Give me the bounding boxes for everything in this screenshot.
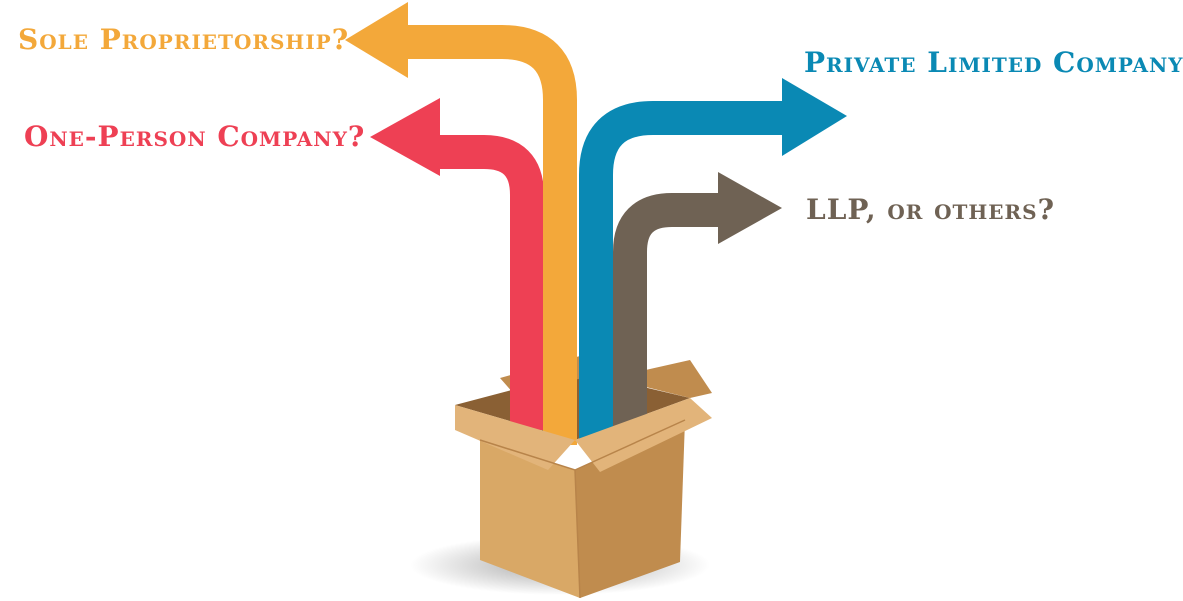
option-label-one-person-company: One-Person Company? [24,120,366,153]
arrow-plc [579,78,847,440]
option-label-llp-or-others: LLP, or others? [806,193,1056,226]
arrow-sole [345,2,577,445]
arrow-llp [613,172,782,430]
option-label-sole-proprietorship: Sole Proprietorship? [18,23,350,56]
arrow-opc [370,98,544,430]
option-label-private-limited-company: Private Limited Company? [804,46,1183,79]
open-cardboard-box-icon [455,398,712,599]
